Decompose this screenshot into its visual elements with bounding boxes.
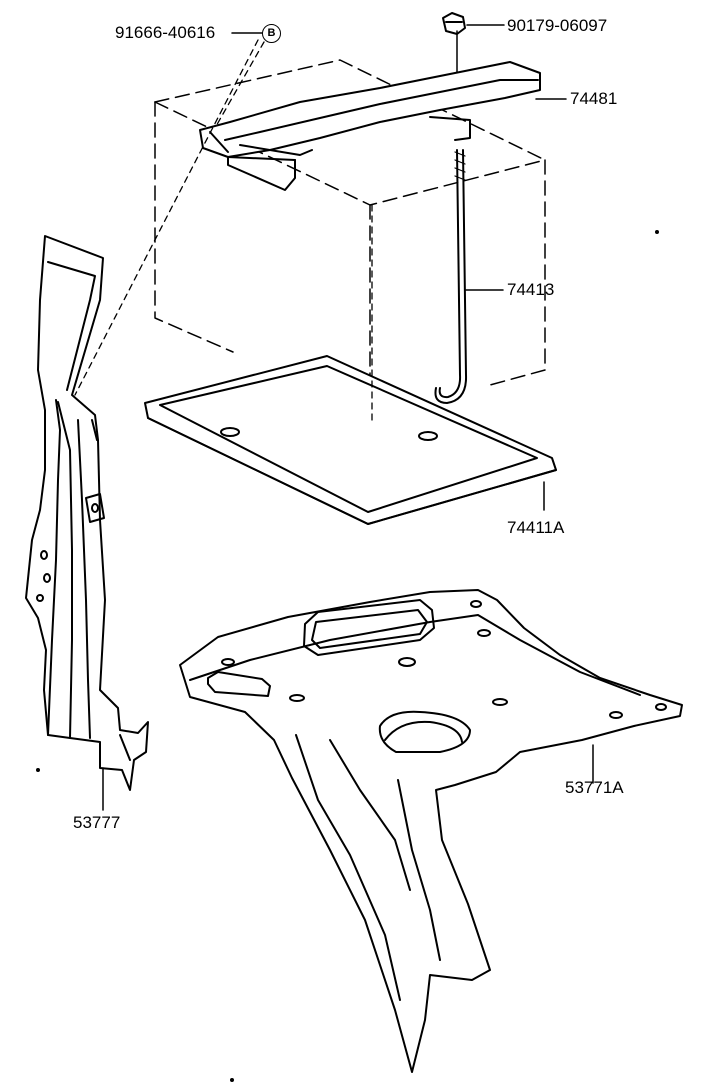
label-91666-40616: 91666-40616 <box>115 23 216 42</box>
hold-down-rod <box>434 149 468 404</box>
marker-b: B <box>262 24 281 43</box>
label-53777: 53777 <box>73 813 121 832</box>
label-74481: 74481 <box>570 89 618 108</box>
battery-carrier <box>179 589 683 1073</box>
label-53771a: 53771A <box>565 778 624 797</box>
battery-tray <box>144 355 557 525</box>
support-bracket <box>25 235 149 791</box>
battery-clamp <box>199 61 541 191</box>
label-74413: 74413 <box>507 280 555 299</box>
dashed-leaders <box>74 39 373 421</box>
label-74411a: 74411A <box>507 518 565 537</box>
nut-icon <box>442 12 466 35</box>
label-90179-06097: 90179-06097 <box>507 16 608 35</box>
leader-lines <box>102 24 594 811</box>
